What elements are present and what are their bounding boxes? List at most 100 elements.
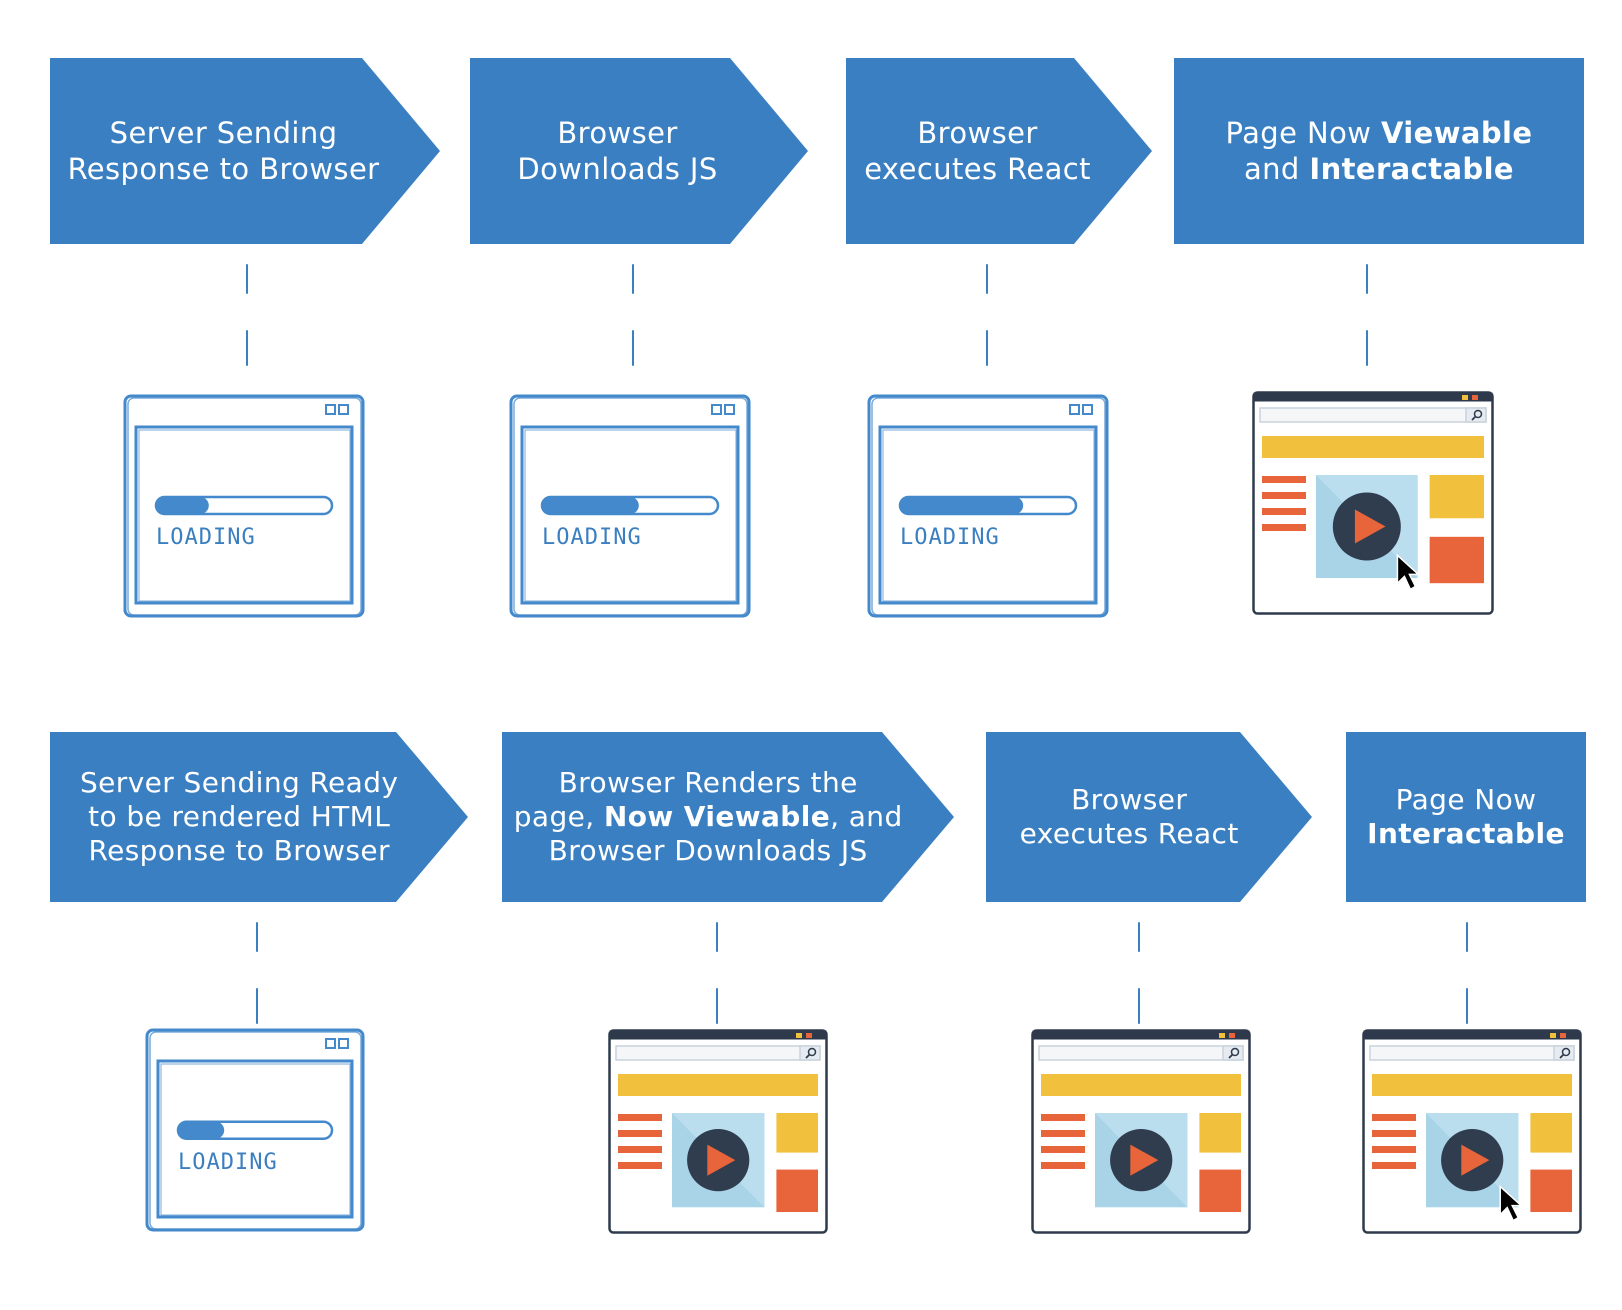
rendered-page-window	[1362, 1029, 1582, 1238]
step-arrow-shape	[986, 732, 1312, 902]
step-label-text: Server Sending Ready	[80, 766, 399, 799]
play-button-icon	[1441, 1129, 1504, 1192]
step-arrow-shape	[50, 732, 468, 902]
loading-browser-window-icon: LOADING	[123, 394, 365, 618]
step-label-text: and	[1243, 152, 1310, 186]
connector-dash	[1366, 330, 1368, 366]
connector-dash	[1466, 988, 1468, 1024]
step-label-line: Downloads JS	[517, 151, 717, 187]
step-label-emphasis: Viewable	[1380, 116, 1533, 150]
step-label-line: Page Now	[1396, 783, 1537, 817]
step-label-text: Browser Downloads JS	[548, 834, 868, 867]
web-page-window-icon	[1031, 1029, 1251, 1234]
loading-browser-window-icon: LOADING	[145, 1028, 365, 1232]
rendered-page-window	[1031, 1029, 1251, 1238]
step-label-emphasis: Interactable	[1367, 817, 1565, 850]
connector-dash	[1366, 264, 1368, 294]
connector-dash	[256, 988, 258, 1024]
step-label-line: executes React	[1020, 817, 1239, 851]
step-label-text: executes React	[1019, 817, 1239, 850]
connector-dash	[986, 330, 988, 366]
loading-window: LOADING	[508, 393, 752, 623]
step-label-text: Browser	[557, 116, 678, 150]
play-button-icon	[1110, 1129, 1173, 1192]
connector-dash	[246, 330, 248, 366]
step-label-text: Browser	[917, 116, 1038, 150]
connector-dash	[1466, 922, 1468, 952]
step-arrow-shape	[502, 732, 954, 902]
step-label-line: Server Sending Ready	[80, 766, 398, 800]
connector-dash	[716, 988, 718, 1024]
step-label-line: Browser Downloads JS	[549, 834, 868, 868]
search-icon	[1559, 1047, 1571, 1059]
step-label-line: Interactable	[1367, 817, 1565, 851]
step-label-line: Response to Browser	[68, 151, 380, 187]
step-label-text: , and	[830, 800, 903, 833]
step-label-line: Browser	[1071, 783, 1187, 817]
search-icon	[805, 1047, 817, 1059]
progress-fill	[156, 496, 209, 514]
step-label-line: Page Now Viewable	[1226, 115, 1533, 151]
loading-label: LOADING	[542, 525, 642, 550]
step-label-text: Response to Browser	[88, 834, 390, 867]
step-label-text: executes React	[864, 152, 1091, 186]
web-page-window-icon	[1252, 391, 1494, 615]
step-label-line: and Interactable	[1244, 151, 1514, 187]
connector-dash	[632, 264, 634, 294]
step-label-text: Response to Browser	[67, 152, 380, 186]
play-button-icon	[687, 1129, 750, 1192]
step-label-text: Page Now	[1395, 783, 1537, 816]
step-label-line: page, Now Viewable, and	[514, 800, 903, 834]
step-final-box	[1174, 58, 1584, 244]
step-label-line: executes React	[864, 151, 1091, 187]
step-arrow-shape	[50, 58, 440, 244]
loading-label: LOADING	[156, 525, 256, 550]
step-label-text: Browser Renders the	[558, 766, 858, 799]
step-label-line: Browser Renders the	[559, 766, 858, 800]
loading-window: LOADING	[144, 1027, 366, 1237]
step-label-text: Downloads JS	[517, 152, 718, 186]
step-label-text: Browser	[1071, 783, 1188, 816]
step-label-line: Server Sending	[110, 115, 338, 151]
step-label-text: to be rendered HTML	[88, 800, 391, 833]
step-label-text: page,	[513, 800, 604, 833]
rendered-page-window	[1252, 391, 1494, 619]
step-label-text: Page Now	[1225, 116, 1381, 150]
connector-dash	[1138, 988, 1140, 1024]
connector-dash	[256, 922, 258, 952]
loading-browser-window-icon: LOADING	[867, 394, 1109, 618]
step-final-box	[1346, 732, 1586, 902]
web-page-window-icon	[608, 1029, 828, 1234]
step-label-emphasis: Now Viewable	[603, 800, 831, 833]
connector-dash	[632, 330, 634, 366]
mouse-cursor-icon	[1396, 553, 1421, 591]
web-page-window-icon	[1362, 1029, 1582, 1234]
loading-browser-window-icon: LOADING	[509, 394, 751, 618]
step-label-line: Response to Browser	[88, 834, 389, 868]
loading-window: LOADING	[866, 393, 1110, 623]
step-arrow-shape	[846, 58, 1152, 244]
play-button-icon	[1332, 492, 1401, 561]
connector-dash	[246, 264, 248, 294]
loading-label: LOADING	[178, 1150, 278, 1175]
connector-dash	[1138, 922, 1140, 952]
step-label-text: Server Sending	[109, 116, 338, 150]
